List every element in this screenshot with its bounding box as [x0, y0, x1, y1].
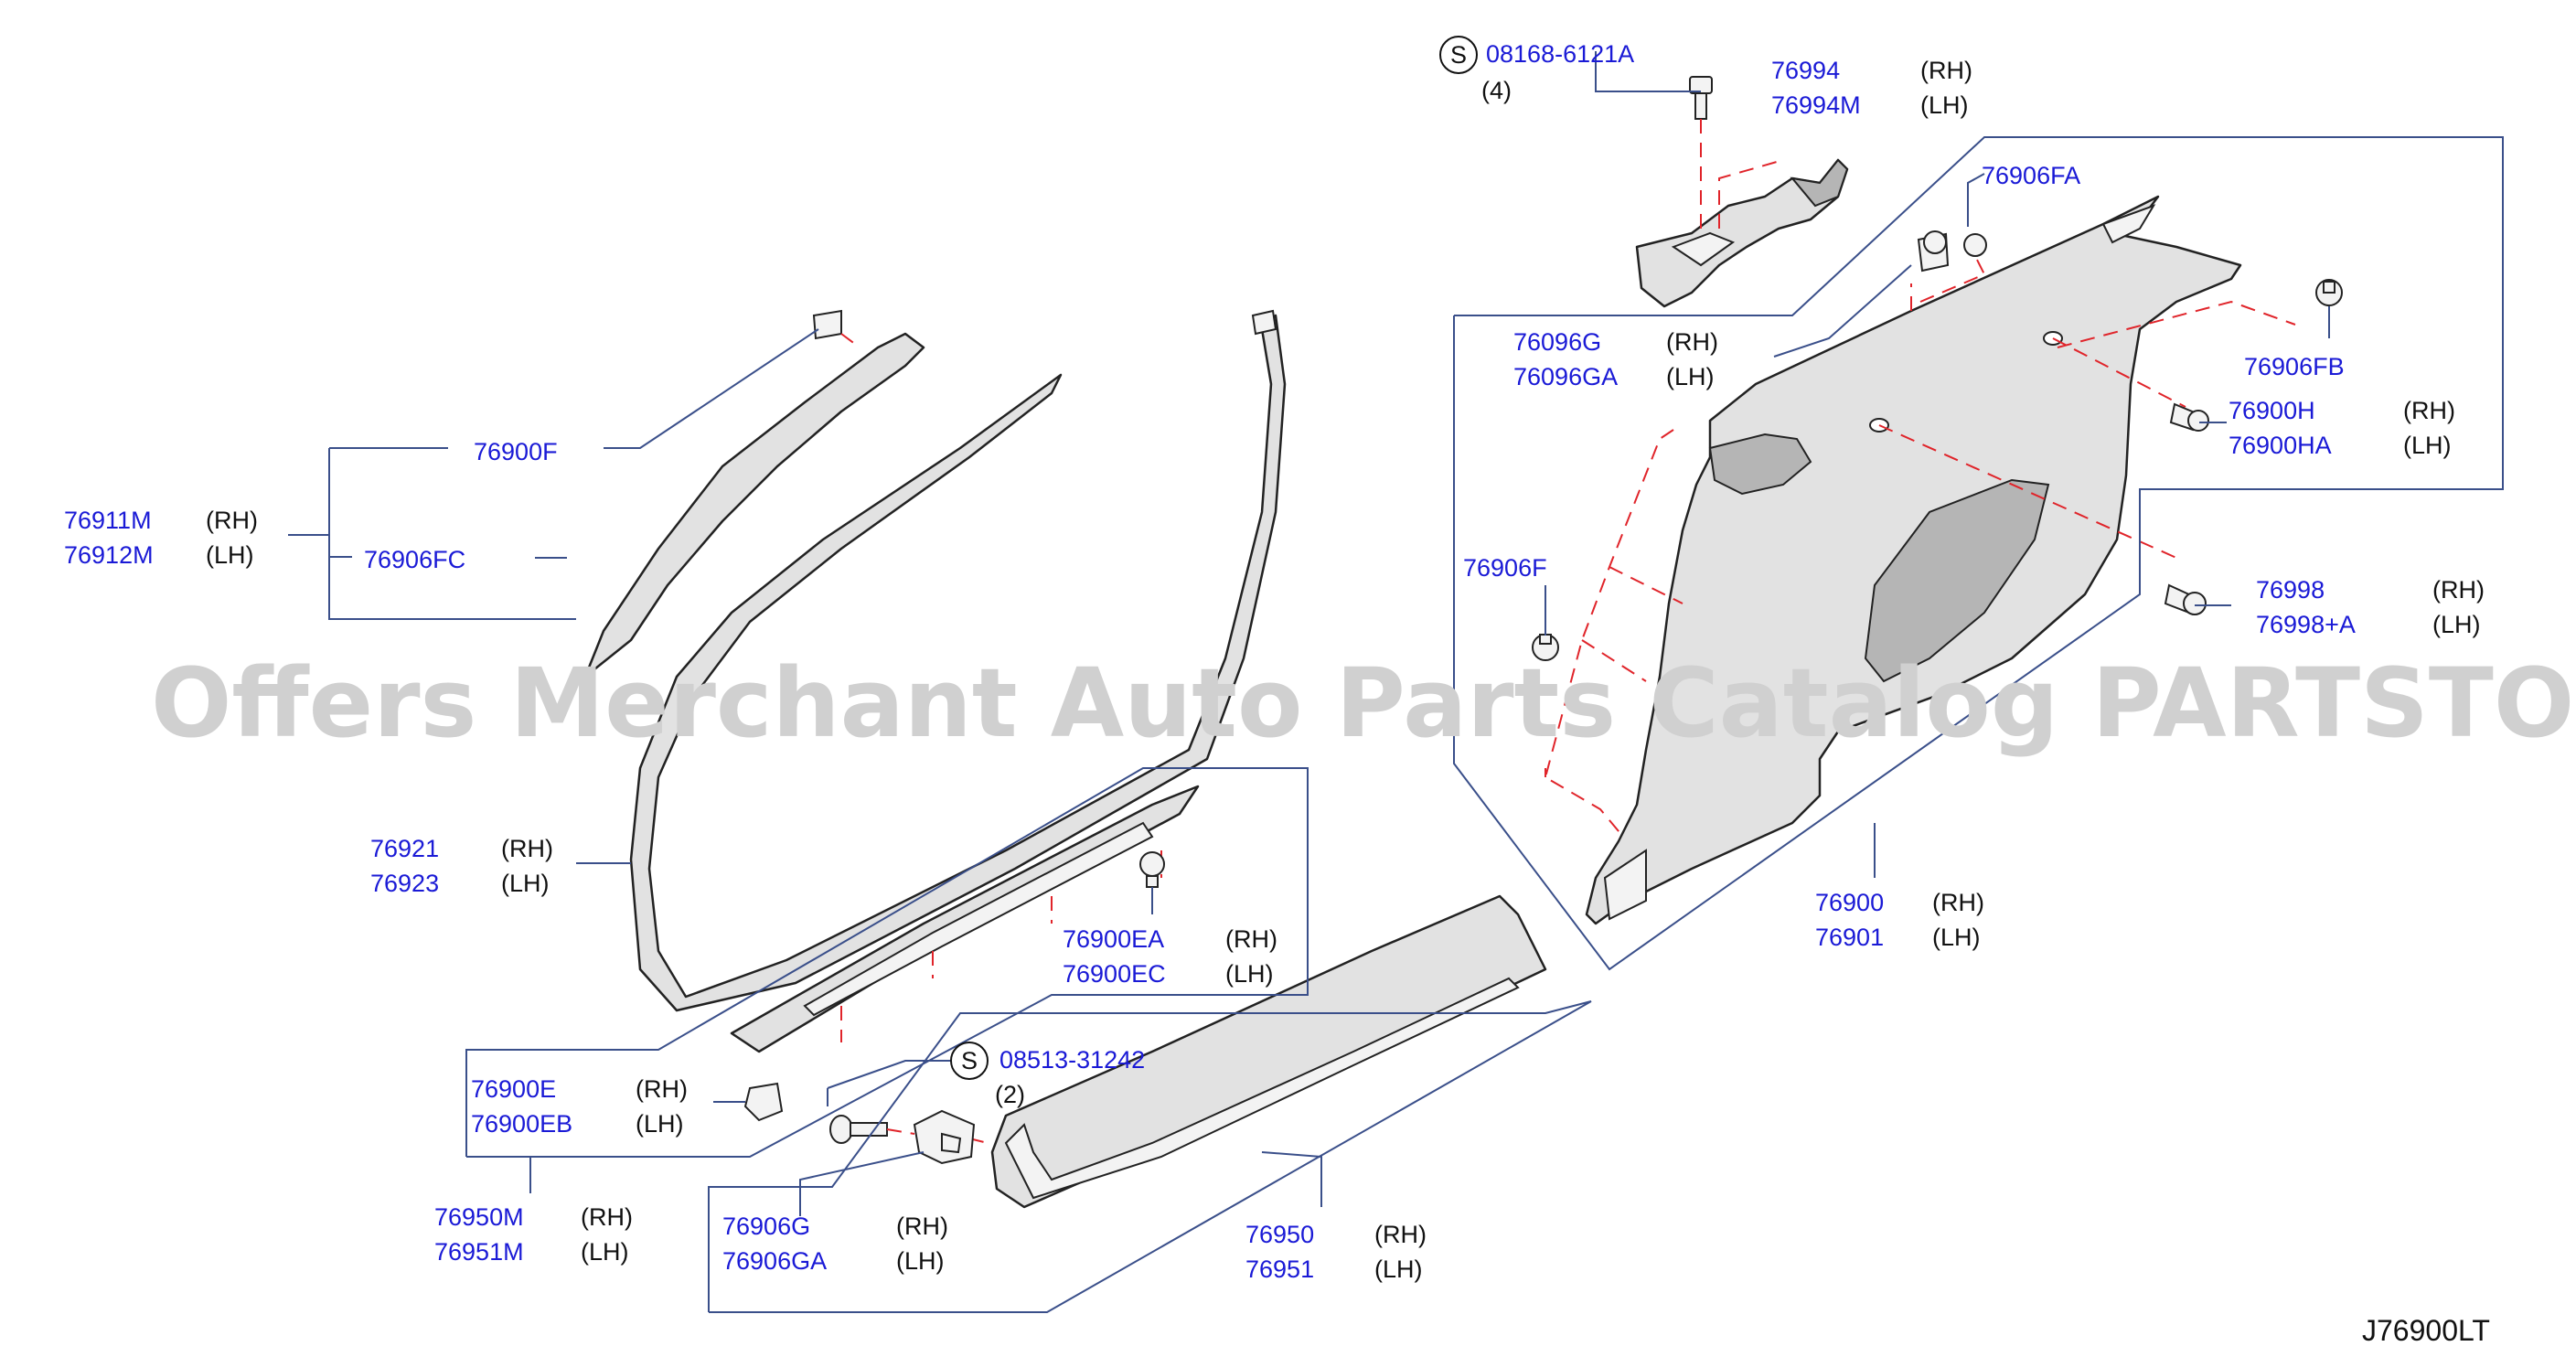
side-label-rh: (RH) [206, 507, 258, 534]
part-76906GA[interactable]: 76906GA [722, 1247, 827, 1275]
part-76900[interactable]: 76900 [1815, 889, 1884, 916]
part-76950M[interactable]: 76950M [434, 1203, 524, 1231]
part-76906FB[interactable]: 76906FB [2244, 353, 2345, 380]
part-76900F[interactable]: 76900F [474, 438, 558, 465]
part-76900H[interactable]: 76900H [2229, 397, 2315, 424]
quarter-trim-76900 [1544, 195, 2296, 925]
clip-76906FB [2315, 279, 2343, 306]
side-label-rh: (RH) [501, 835, 553, 862]
part-76900EB[interactable]: 76900EB [471, 1110, 572, 1138]
clip-76900H [2169, 402, 2209, 432]
side-label-lh: (LH) [2403, 432, 2452, 459]
part-76096GA[interactable]: 76096GA [1513, 363, 1618, 390]
side-label-rh: (RH) [1666, 328, 1718, 356]
watermark-text: Offers Merchant Auto Parts Catalog PARTS… [151, 647, 2576, 759]
part-76906FA[interactable]: 76906FA [1982, 162, 2080, 189]
part-76912M[interactable]: 76912M [64, 541, 154, 569]
qty-label-4: (4) [1481, 77, 1512, 104]
side-label-rh: (RH) [1374, 1221, 1427, 1248]
side-label-rh: (RH) [581, 1203, 633, 1231]
clip-76906F [1532, 634, 1559, 661]
side-label-lh: (LH) [1920, 91, 1969, 119]
part-76998[interactable]: 76998 [2256, 576, 2325, 604]
part-76900HA[interactable]: 76900HA [2229, 432, 2332, 459]
side-label-rh: (RH) [1920, 57, 1972, 84]
part-76901[interactable]: 76901 [1815, 924, 1884, 951]
clip-76906FA [1917, 230, 1987, 272]
part-76998A[interactable]: 76998+A [2256, 611, 2356, 638]
side-label-lh: (LH) [896, 1247, 945, 1275]
part-76906FC[interactable]: 76906FC [364, 546, 465, 573]
s-mark-08168: S [1439, 36, 1478, 74]
side-label-lh: (LH) [1932, 924, 1981, 951]
part-76900EC[interactable]: 76900EC [1063, 960, 1166, 988]
side-label-lh: (LH) [636, 1110, 684, 1138]
svg-text:S: S [1450, 41, 1467, 69]
weatherstrip-76921 [629, 309, 1287, 1012]
clip-76998 [2164, 583, 2207, 615]
part-76994[interactable]: 76994 [1771, 57, 1840, 84]
part-76900EA[interactable]: 76900EA [1063, 925, 1164, 953]
side-label-lh: (LH) [581, 1238, 629, 1266]
side-label-lh: (LH) [1666, 363, 1715, 390]
side-label-rh: (RH) [1225, 925, 1277, 953]
part-76950[interactable]: 76950 [1245, 1221, 1314, 1248]
part-08513-31242[interactable]: 08513-31242 [999, 1046, 1145, 1074]
part-76994M[interactable]: 76994M [1771, 91, 1861, 119]
side-label-lh: (LH) [2432, 611, 2481, 638]
part-76923[interactable]: 76923 [370, 870, 439, 897]
part-76906F[interactable]: 76906F [1463, 554, 1547, 582]
side-label-lh: (LH) [1225, 960, 1274, 988]
part-76900E[interactable]: 76900E [471, 1075, 556, 1103]
side-label-rh: (RH) [1932, 889, 1984, 916]
leader-lines [288, 51, 2504, 1313]
side-label-rh: (RH) [2432, 576, 2485, 604]
part-76951M[interactable]: 76951M [434, 1238, 524, 1266]
part-76906G[interactable]: 76906G [722, 1213, 810, 1240]
part-08168-6121A[interactable]: 08168-6121A [1486, 40, 1634, 68]
part-76951[interactable]: 76951 [1245, 1255, 1314, 1283]
qty-label-2: (2) [995, 1081, 1025, 1108]
s-mark-08513: S [950, 1042, 989, 1080]
pillar-trim-76911M [583, 309, 925, 678]
part-76096G[interactable]: 76096G [1513, 328, 1601, 356]
part-76911M[interactable]: 76911M [64, 507, 152, 534]
clip-76900E [743, 1082, 784, 1122]
side-label-rh: (RH) [2403, 397, 2455, 424]
diagram-reference-code: J76900LT [2362, 1314, 2490, 1347]
bracket-76994 [1635, 158, 1849, 308]
bolt-08168-6121A [1689, 76, 1713, 229]
side-label-lh: (LH) [501, 870, 550, 897]
part-76921[interactable]: 76921 [370, 835, 439, 862]
clip-76900EA [1139, 851, 1165, 888]
side-sill-trim-76950 [968, 894, 1547, 1209]
clip-76906G [913, 1109, 976, 1165]
side-label-lh: (LH) [206, 541, 254, 569]
svg-text:S: S [961, 1047, 978, 1074]
screw-08513-31242 [829, 1115, 915, 1144]
side-label-lh: (LH) [1374, 1255, 1423, 1283]
side-label-rh: (RH) [636, 1075, 688, 1103]
kick-plate-76950M [730, 785, 1200, 1053]
side-label-rh: (RH) [896, 1213, 948, 1240]
